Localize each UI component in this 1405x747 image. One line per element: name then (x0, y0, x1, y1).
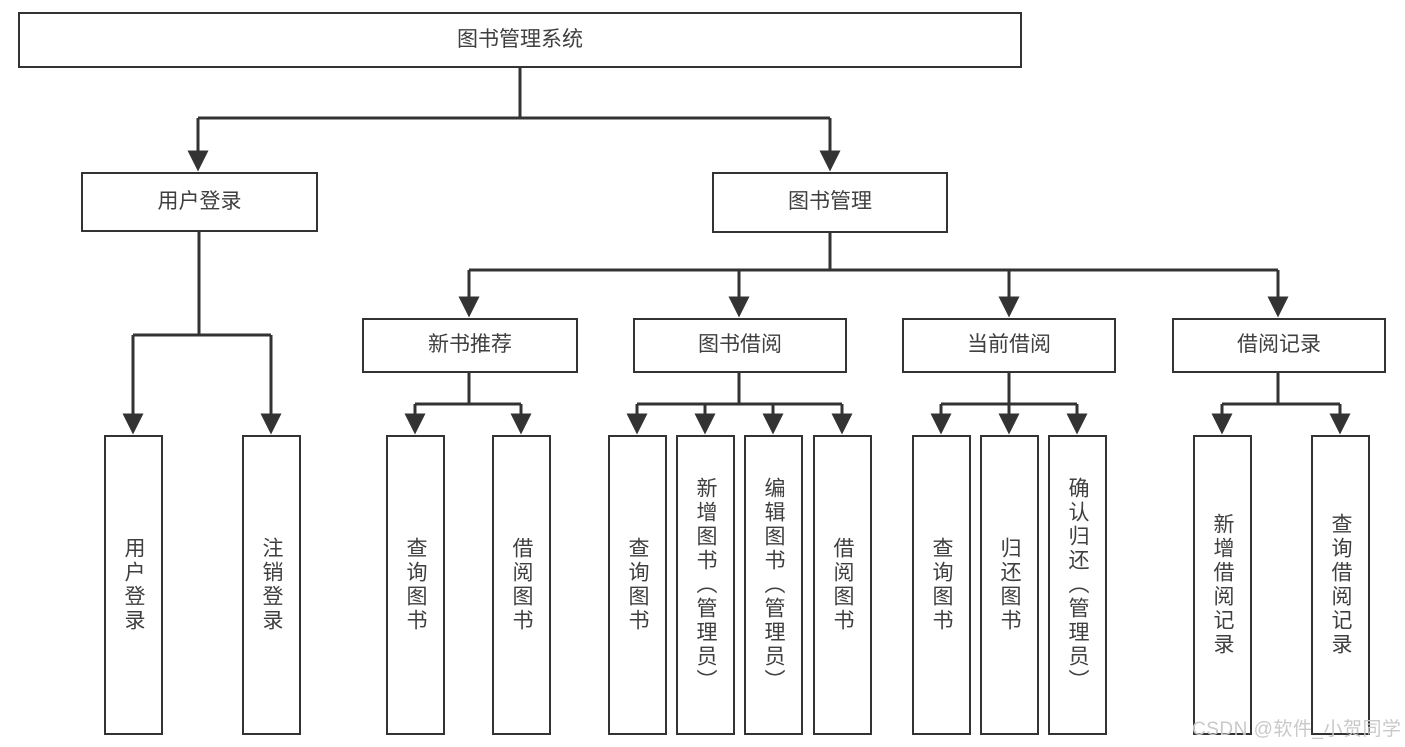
leaf-user-login-1[interactable]: 用户登录 (104, 435, 163, 735)
node-root[interactable]: 图书管理系统 (18, 12, 1022, 68)
leaf-current-borrow-3-label: 确认归还（管理员） (1066, 477, 1089, 693)
node-current-borrow[interactable]: 当前借阅 (902, 318, 1116, 373)
leaf-book-borrow-4-label: 借阅图书 (831, 537, 854, 633)
leaf-current-borrow-2[interactable]: 归还图书 (980, 435, 1039, 735)
node-book-management-label: 图书管理 (788, 190, 872, 214)
leaf-user-login-2[interactable]: 注销登录 (242, 435, 301, 735)
leaf-current-borrow-1[interactable]: 查询图书 (912, 435, 971, 735)
node-book-borrow-label: 图书借阅 (698, 333, 782, 357)
leaf-book-borrow-4[interactable]: 借阅图书 (813, 435, 872, 735)
node-book-borrow[interactable]: 图书借阅 (633, 318, 847, 373)
node-new-book-recommend-label: 新书推荐 (428, 333, 512, 357)
leaf-current-borrow-3[interactable]: 确认归还（管理员） (1048, 435, 1107, 735)
leaf-borrow-record-1[interactable]: 新增借阅记录 (1193, 435, 1252, 735)
leaf-borrow-record-1-label: 新增借阅记录 (1211, 513, 1234, 657)
node-user-login[interactable]: 用户登录 (81, 172, 318, 232)
node-user-login-label: 用户登录 (157, 189, 242, 213)
leaf-new-book-1[interactable]: 查询图书 (386, 435, 445, 735)
node-book-management[interactable]: 图书管理 (712, 172, 948, 233)
leaf-book-borrow-2-label: 新增图书（管理员） (694, 477, 717, 693)
leaf-current-borrow-2-label: 归还图书 (998, 537, 1021, 633)
leaf-current-borrow-1-label: 查询图书 (930, 537, 953, 633)
leaf-user-login-2-label: 注销登录 (260, 537, 283, 633)
leaf-borrow-record-2-label: 查询借阅记录 (1329, 513, 1352, 657)
node-new-book-recommend[interactable]: 新书推荐 (362, 318, 578, 373)
node-borrow-record[interactable]: 借阅记录 (1172, 318, 1386, 373)
leaf-borrow-record-2[interactable]: 查询借阅记录 (1311, 435, 1370, 735)
node-borrow-record-label: 借阅记录 (1237, 333, 1321, 357)
leaf-user-login-1-label: 用户登录 (122, 537, 145, 633)
leaf-book-borrow-2[interactable]: 新增图书（管理员） (676, 435, 735, 735)
leaf-new-book-1-label: 查询图书 (404, 537, 427, 633)
node-root-label: 图书管理系统 (457, 27, 583, 51)
leaf-book-borrow-1-label: 查询图书 (626, 537, 649, 633)
leaf-new-book-2-label: 借阅图书 (510, 537, 533, 633)
leaf-new-book-2[interactable]: 借阅图书 (492, 435, 551, 735)
node-current-borrow-label: 当前借阅 (967, 333, 1051, 357)
leaf-book-borrow-3[interactable]: 编辑图书（管理员） (744, 435, 803, 735)
leaf-book-borrow-1[interactable]: 查询图书 (608, 435, 667, 735)
leaf-book-borrow-3-label: 编辑图书（管理员） (762, 477, 785, 693)
